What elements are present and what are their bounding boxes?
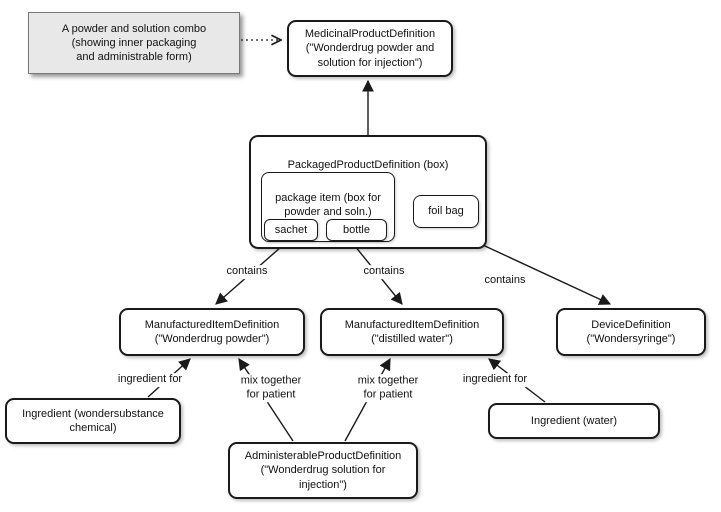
- node-label: bottle: [343, 223, 370, 236]
- edge-label-contains-water: contains: [360, 265, 408, 279]
- node-sachet: sachet: [264, 219, 318, 241]
- node-label: AdministerableProductDefinition ("Wonder…: [244, 450, 402, 491]
- node-device-definition: DeviceDefinition ("Wondersyringe"): [556, 308, 706, 356]
- edge-label-ingredient-for-water: ingredient for: [459, 373, 531, 387]
- edge-label-contains-powder: contains: [223, 265, 271, 279]
- node-label: MedicinalProductDefinition ("Wonderdrug …: [304, 28, 436, 69]
- node-label: Ingredient (water): [530, 414, 618, 427]
- node-label: DeviceDefinition ("Wondersyringe"): [586, 318, 676, 345]
- node-administrable-product-definition: AdministerableProductDefinition ("Wonder…: [228, 442, 418, 499]
- node-package-item: package item (box for powder and soln.): [261, 172, 395, 242]
- node-label: package item (box for powder and soln.): [275, 192, 381, 219]
- note-box: A powder and solution combo (showing inn…: [28, 12, 240, 74]
- node-foil-bag: foil bag: [413, 195, 479, 228]
- node-manufactured-item-water: ManufacturedItemDefinition ("distilled w…: [320, 308, 504, 356]
- node-ingredient-chemical: Ingredient (wondersubstance chemical): [5, 398, 181, 444]
- node-label: PackagedProductDefinition (box): [287, 159, 449, 172]
- edge-label-ingredient-for-powder: ingredient for: [114, 373, 186, 387]
- node-label: foil bag: [428, 205, 464, 218]
- edge-label-contains-syringe: contains: [481, 274, 529, 288]
- node-label: ManufacturedItemDefinition ("distilled w…: [344, 318, 480, 345]
- node-manufactured-item-powder: ManufacturedItemDefinition ("Wonderdrug …: [119, 308, 305, 356]
- node-bottle: bottle: [326, 219, 387, 241]
- node-label: sachet: [274, 223, 308, 236]
- node-medicinal-product-definition: MedicinalProductDefinition ("Wonderdrug …: [287, 20, 453, 77]
- node-label: Ingredient (wondersubstance chemical): [22, 407, 164, 434]
- node-label: ManufacturedItemDefinition ("Wonderdrug …: [144, 318, 280, 345]
- node-ingredient-water: Ingredient (water): [488, 403, 660, 439]
- note-text: A powder and solution combo (showing inn…: [61, 22, 207, 64]
- edge-label-mix-together-water: mix together for patient: [354, 374, 422, 402]
- node-packaged-product-definition: PackagedProductDefinition (box) package …: [249, 135, 487, 249]
- edge-label-mix-together-powder: mix together for patient: [237, 374, 305, 402]
